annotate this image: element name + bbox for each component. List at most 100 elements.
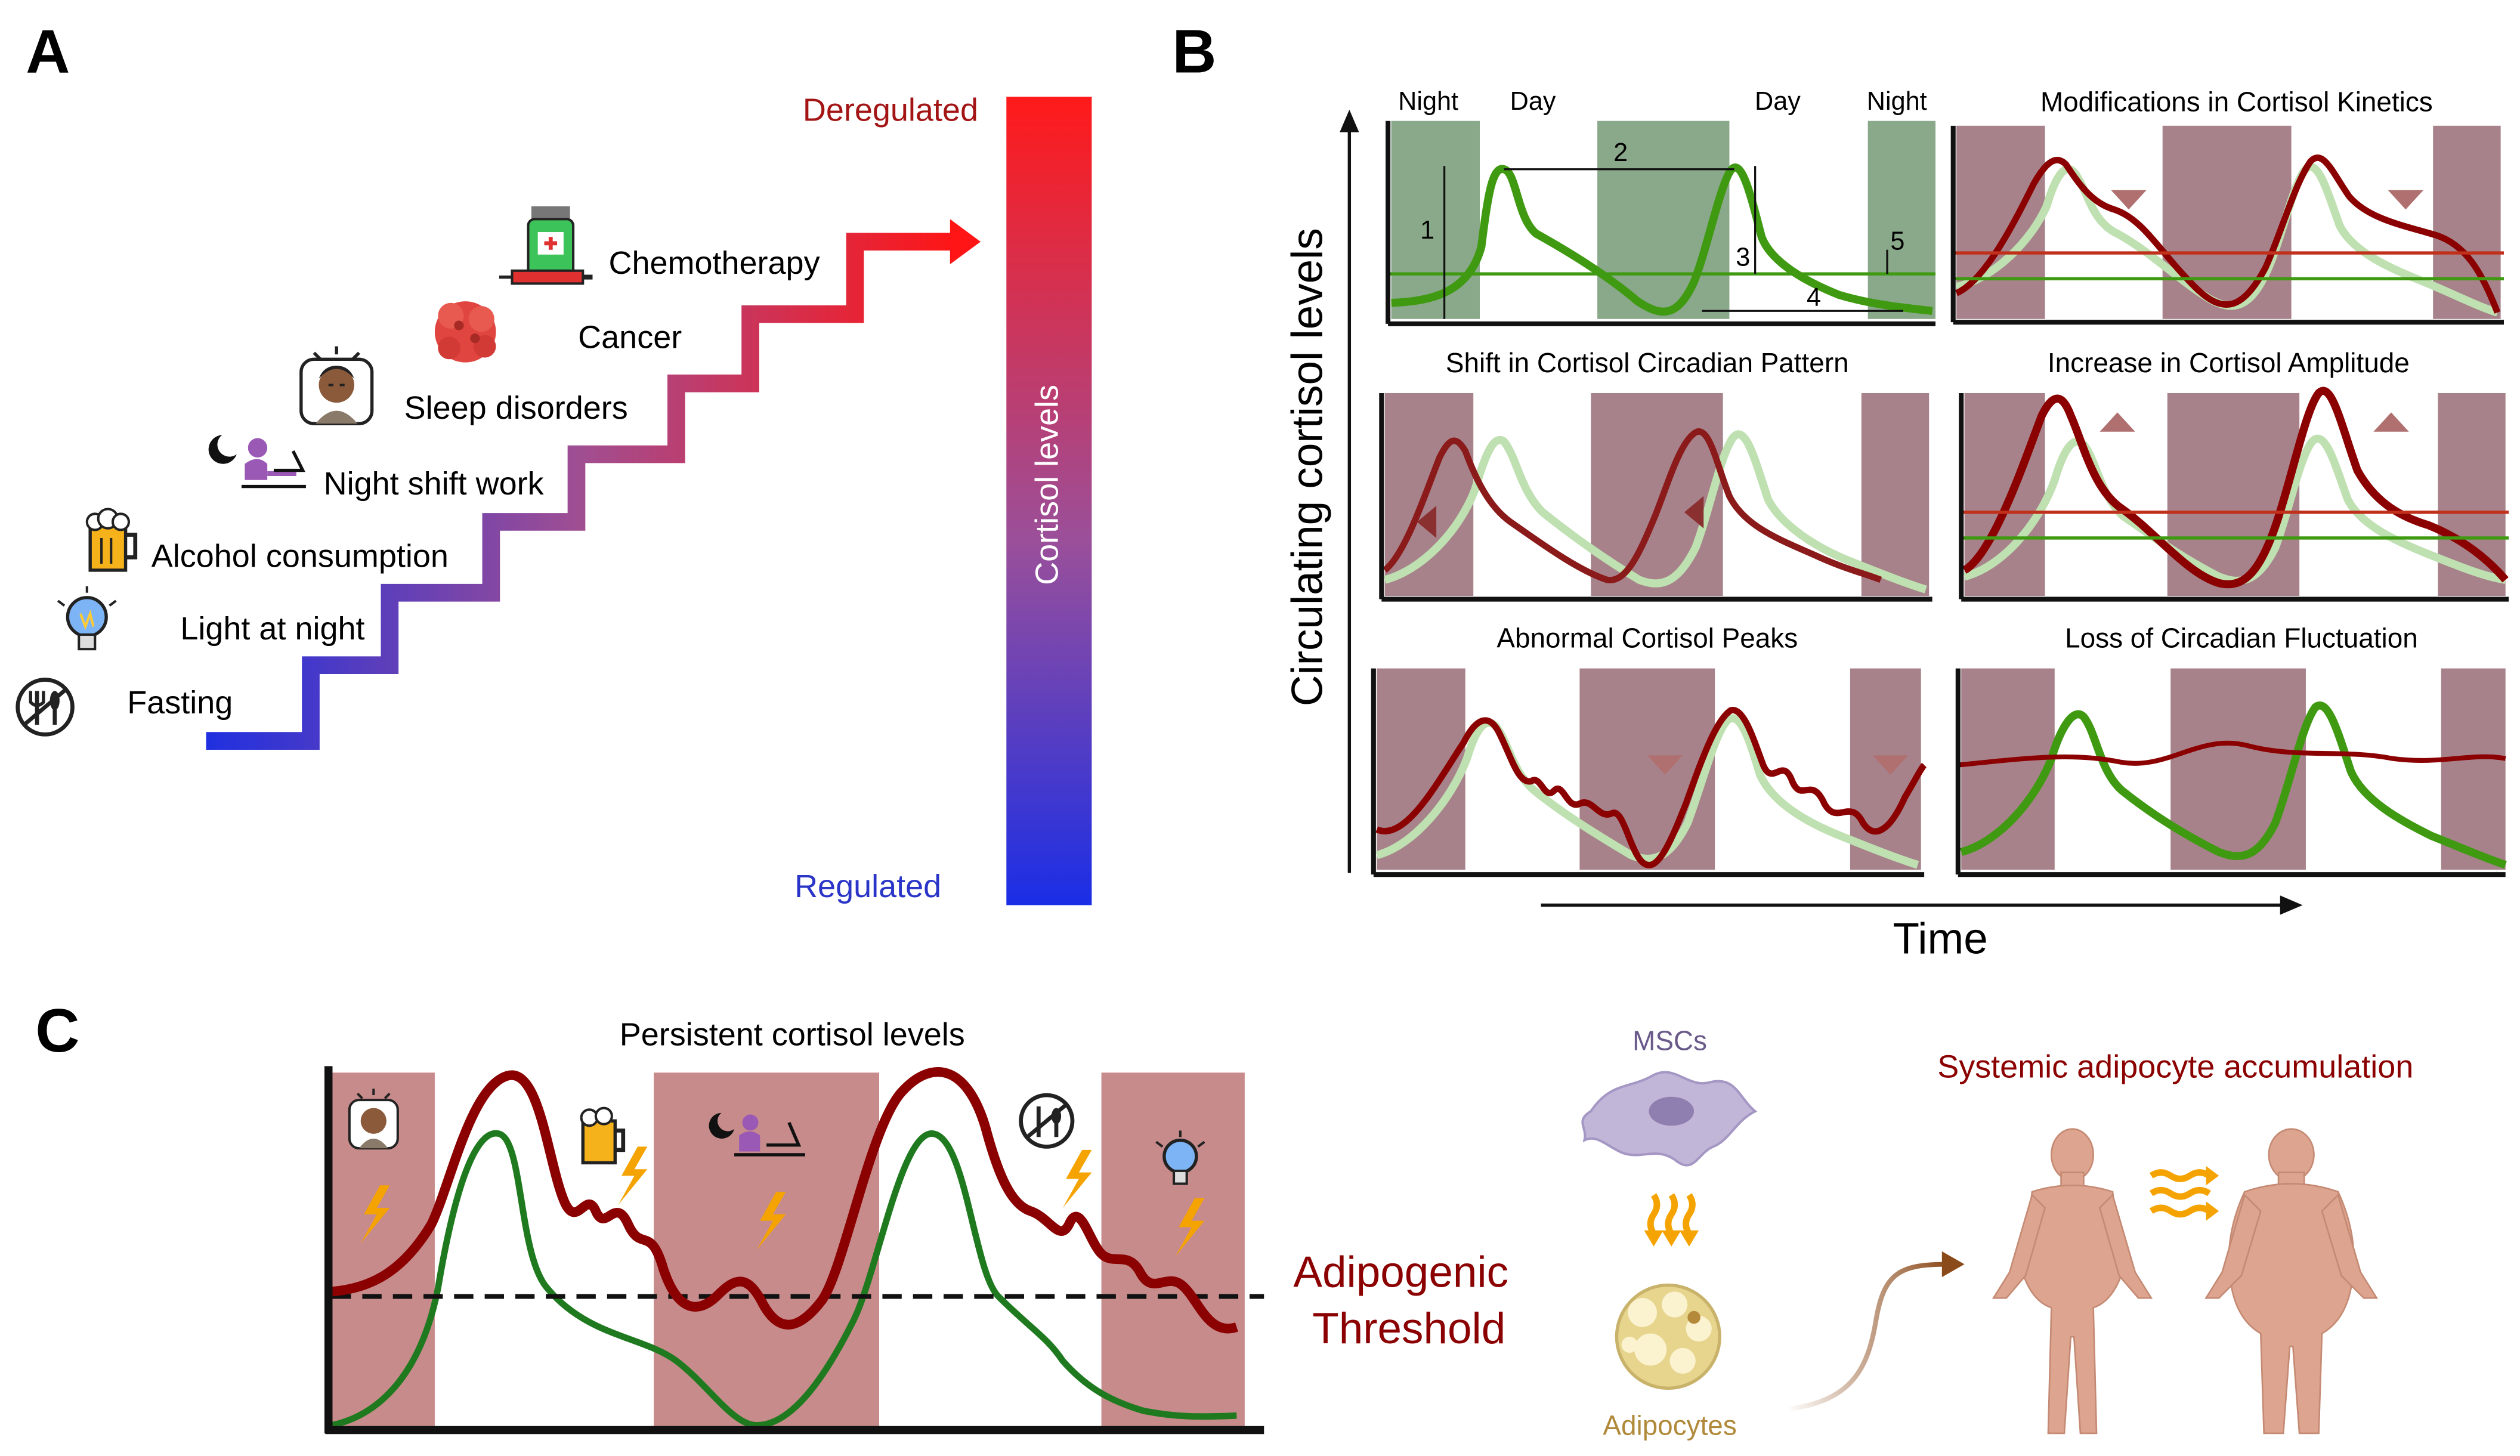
high-cortisol-curve bbox=[331, 1067, 1238, 1334]
altered-cortisol-curve bbox=[1383, 428, 1882, 583]
night-label-right: Night bbox=[1867, 87, 1927, 116]
b-subplot-peaks: Abnormal Cortisol Peaks bbox=[1371, 623, 1927, 877]
peak-marker bbox=[1872, 755, 1909, 775]
b-subplot-amplitude: Increase in Cortisol Amplitude bbox=[1959, 347, 2509, 602]
altered-cortisol-curve bbox=[1955, 154, 2501, 314]
night-band bbox=[1964, 392, 2045, 596]
night-band bbox=[1391, 120, 1480, 319]
panel-b: Circulating cortisol levels Time 1 2 3 4… bbox=[1283, 86, 2509, 963]
normal-cortisol-curve bbox=[331, 1130, 1237, 1429]
light-bulb-icon bbox=[1155, 1130, 1205, 1185]
flat-altered-curve bbox=[1958, 740, 2506, 768]
mscs-label: MSCs bbox=[1632, 1025, 1707, 1056]
normal-cortisol-curve bbox=[1391, 163, 1933, 316]
adipocytes-label: Adipocytes bbox=[1603, 1410, 1736, 1441]
insomnia-icon bbox=[348, 1089, 399, 1150]
adipocyte-cluster-icon bbox=[1615, 1283, 1721, 1390]
b-x-axis-label: Time bbox=[1893, 914, 1987, 963]
no-food-icon bbox=[1019, 1093, 1075, 1149]
day-label-left: Day bbox=[1510, 87, 1556, 116]
step-label-night-shift: Night shift work bbox=[324, 466, 545, 502]
marker-1: 1 bbox=[1420, 216, 1434, 245]
peak-marker bbox=[1647, 755, 1683, 775]
regulated-label: Regulated bbox=[794, 868, 941, 904]
marker-4: 4 bbox=[1807, 283, 1821, 312]
cortisol-bar-label: Cortisol levels bbox=[1029, 385, 1065, 585]
title-amplitude: Increase in Cortisol Amplitude bbox=[2048, 347, 2410, 378]
beer-icon bbox=[85, 508, 138, 572]
panel-label-a: A bbox=[26, 17, 70, 86]
night-worker-icon bbox=[208, 435, 306, 489]
msc-nucleus bbox=[1649, 1096, 1695, 1126]
night-label-left: Night bbox=[1398, 87, 1458, 116]
beer-icon bbox=[580, 1106, 626, 1165]
marker-5: 5 bbox=[1890, 227, 1904, 256]
b-subplot-normal: 1 2 3 4 5 Night Day Day Night bbox=[1386, 87, 1936, 326]
marker-3: 3 bbox=[1736, 243, 1750, 272]
night-band bbox=[2441, 668, 2506, 870]
no-food-icon bbox=[16, 678, 75, 737]
c-chart bbox=[324, 1066, 1264, 1435]
progression-arrow bbox=[1787, 1262, 1949, 1412]
threshold-label-line1: Adipogenic bbox=[1293, 1248, 1508, 1296]
title-loss: Loss of Circadian Fluctuation bbox=[2065, 623, 2418, 654]
deregulated-label: Deregulated bbox=[803, 92, 978, 128]
night-band bbox=[2162, 125, 2292, 319]
left-shift-marker bbox=[1684, 496, 1704, 528]
lean-body-icon bbox=[1992, 1128, 2153, 1435]
decrease-marker bbox=[2111, 190, 2147, 210]
staircase-arrowhead bbox=[950, 219, 981, 264]
cortisol-gradient-bar bbox=[1006, 97, 1092, 905]
night-band bbox=[1867, 120, 1936, 319]
step-label-fasting: Fasting bbox=[127, 685, 233, 721]
normal-reference-curve bbox=[1383, 430, 1927, 593]
step-label-cancer: Cancer bbox=[578, 319, 682, 355]
increase-marker bbox=[2373, 412, 2409, 432]
step-label-light-at-night: Light at night bbox=[180, 611, 364, 647]
step-label-sleep-disorders: Sleep disorders bbox=[404, 390, 628, 426]
increase-marker bbox=[2100, 412, 2135, 432]
lightning-icon bbox=[618, 1146, 648, 1205]
panel-a: Cortisol levels Deregulated Regulated Fa… bbox=[16, 92, 1092, 905]
threshold-label-line2: Threshold bbox=[1312, 1304, 1505, 1353]
night-worker-icon bbox=[709, 1112, 805, 1157]
b-y-axis-label: Circulating cortisol levels bbox=[1283, 228, 1331, 706]
step-label-alcohol: Alcohol consumption bbox=[151, 539, 449, 574]
day-label-right: Day bbox=[1755, 87, 1801, 116]
tumor-cell-icon bbox=[434, 301, 496, 363]
b-time-arrowhead bbox=[2280, 895, 2303, 915]
marker-2: 2 bbox=[1613, 138, 1628, 167]
altered-cortisol-curve bbox=[1375, 707, 1927, 868]
lightning-icon bbox=[756, 1192, 786, 1250]
staircase bbox=[206, 233, 955, 750]
normal-reference-curve bbox=[1955, 163, 2499, 317]
night-band bbox=[1956, 125, 2045, 319]
title-kinetics: Modifications in Cortisol Kinetics bbox=[2040, 86, 2433, 118]
b-subplot-loss: Loss of Circadian Fluctuation bbox=[1955, 623, 2507, 877]
night-band bbox=[1101, 1072, 1245, 1430]
title-shift: Shift in Cortisol Circadian Pattern bbox=[1446, 347, 1849, 378]
decrease-marker bbox=[2388, 190, 2424, 210]
night-band bbox=[1384, 392, 1474, 596]
accumulation-label: Systemic adipocyte accumulation bbox=[1937, 1049, 2413, 1084]
b-subplot-kinetics: Modifications in Cortisol Kinetics bbox=[1950, 86, 2504, 325]
altered-cortisol-curve bbox=[1962, 387, 2509, 589]
title-peaks: Abnormal Cortisol Peaks bbox=[1496, 623, 1798, 654]
b-main-y-arrowhead bbox=[1340, 109, 1359, 132]
night-band bbox=[1377, 668, 1465, 870]
light-bulb-icon bbox=[57, 586, 117, 651]
lightning-icon bbox=[1175, 1198, 1205, 1256]
insomnia-icon bbox=[299, 346, 374, 425]
panel-label-b: B bbox=[1172, 17, 1216, 86]
normal-cortisol-curve bbox=[1960, 701, 2507, 869]
drug-vial-icon bbox=[499, 206, 593, 285]
night-band bbox=[1861, 392, 1930, 596]
c-title: Persistent cortisol levels bbox=[620, 1016, 965, 1052]
night-band bbox=[1961, 668, 2055, 870]
panel-label-c: C bbox=[35, 996, 79, 1065]
transformation-arrows-icon bbox=[2149, 1166, 2219, 1221]
left-shift-marker bbox=[1417, 505, 1437, 538]
obese-body-icon bbox=[2204, 1128, 2379, 1435]
b-subplot-shift: Shift in Cortisol Circadian Pattern bbox=[1379, 347, 1932, 602]
